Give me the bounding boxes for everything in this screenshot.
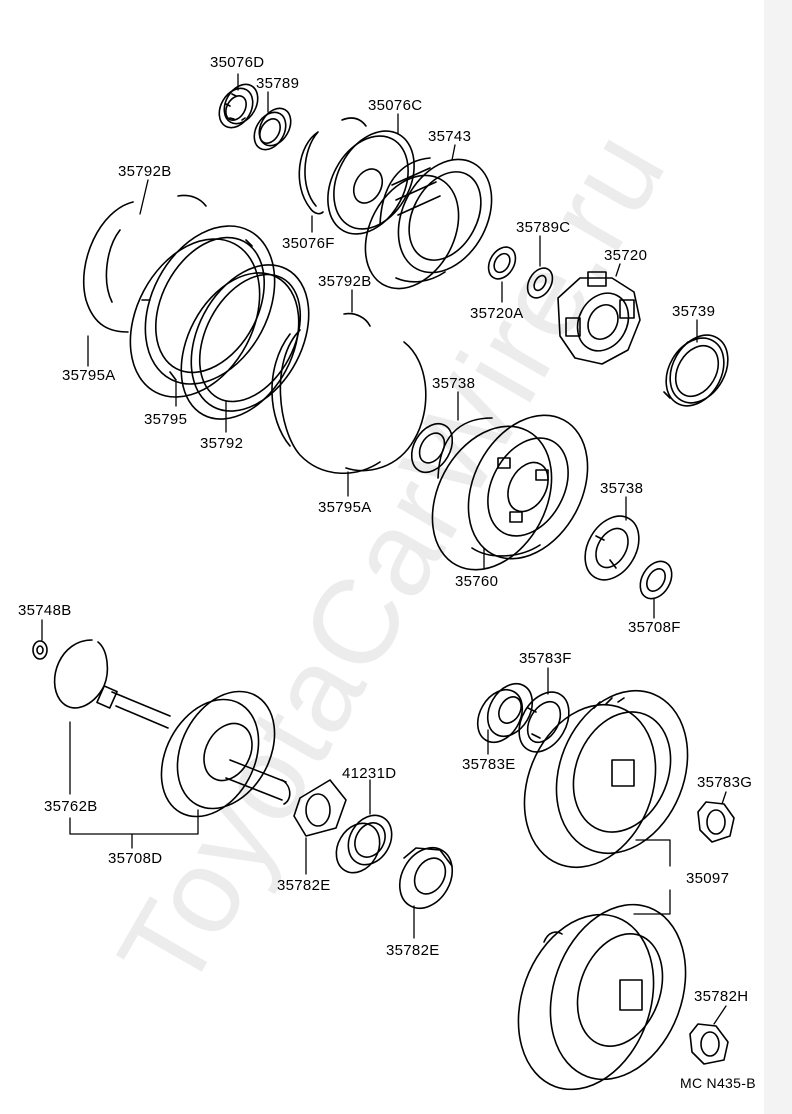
part-label-35783G: 35783G — [697, 774, 753, 791]
leader-lines — [41, 73, 727, 1025]
part-label-35708D: 35708D — [108, 850, 163, 867]
part-label-35076F: 35076F — [282, 235, 335, 252]
snap-ring-35795A-upper — [82, 201, 134, 333]
output-shaft-35708D — [96, 685, 291, 818]
snap-ring-35762B — [53, 639, 109, 709]
nut-35782H — [689, 1023, 729, 1065]
one-way-clutch-35739 — [663, 334, 729, 407]
part-label-35782H: 35782H — [694, 988, 749, 1005]
part-label-35795A-upper: 35795A — [62, 367, 116, 384]
part-label-35708F: 35708F — [628, 619, 681, 636]
snap-ring-35792B-upper — [177, 194, 207, 207]
part-label-35795A-lower: 35795A — [318, 499, 372, 516]
clutch-drum-35743 — [364, 157, 493, 290]
snap-ring-35795A-lower — [271, 329, 427, 474]
thrust-bearing-35738-lower — [584, 515, 640, 581]
part-label-35743: 35743 — [428, 128, 472, 145]
planetary-carrier-35720 — [557, 271, 641, 365]
planetary-drum-35760 — [431, 414, 589, 571]
part-label-35762B: 35762B — [44, 798, 98, 815]
part-label-35076C: 35076C — [368, 97, 423, 114]
snap-ring-35076F — [298, 131, 324, 215]
part-label-35760: 35760 — [455, 573, 499, 590]
page-margin-strip — [764, 0, 792, 1114]
part-label-35783E: 35783E — [462, 756, 516, 773]
diagram-code: MC N435-B — [680, 1075, 756, 1091]
part-label-35097: 35097 — [686, 870, 730, 887]
brake-piston-35795 — [129, 225, 276, 398]
bearing-cup-35783F — [518, 691, 570, 753]
part-label-35792B-lower: 35792B — [318, 273, 372, 290]
bearing-35720A — [487, 246, 517, 280]
bearing-cone-35782E-left — [293, 779, 347, 837]
part-label-35792: 35792 — [200, 435, 244, 452]
part-label-35739: 35739 — [672, 303, 716, 320]
nut-35783G — [697, 801, 735, 843]
part-label-35748B: 35748B — [18, 602, 72, 619]
counter-gear-35097-lower — [517, 903, 687, 1091]
part-label-35720A: 35720A — [470, 305, 524, 322]
part-label-35795: 35795 — [144, 411, 188, 428]
part-label-41231D: 41231D — [342, 765, 397, 782]
part-label-35789: 35789 — [256, 75, 300, 92]
bearing-cup-41231D — [335, 814, 393, 874]
part-label-35720: 35720 — [604, 247, 648, 264]
washer-35789 — [253, 107, 292, 151]
bearing-cone-35783E — [476, 682, 534, 744]
clutch-plates-35792 — [180, 264, 310, 420]
counter-gear-35097-upper — [523, 689, 689, 869]
part-label-35783F: 35783F — [519, 650, 572, 667]
snap-ring-35792B-lower — [343, 312, 371, 327]
part-label-35738-upper: 35738 — [432, 375, 476, 392]
part-label-35738-lower: 35738 — [600, 480, 644, 497]
part-label-35782E-left: 35782E — [277, 877, 331, 894]
washer-35708F — [639, 560, 673, 600]
nut-35748B — [32, 640, 48, 660]
thrust-washer-35738-upper — [410, 422, 454, 474]
part-label-35792B-upper: 35792B — [118, 163, 172, 180]
washer-35789C — [526, 267, 554, 299]
bearing-35076D — [218, 83, 259, 129]
bearing-cone-35782E-right — [398, 847, 454, 909]
part-label-35076D: 35076D — [210, 54, 265, 71]
part-label-35789C: 35789C — [516, 219, 571, 236]
part-label-35782E-right: 35782E — [386, 942, 440, 959]
clutch-disc-35076C — [327, 117, 415, 235]
